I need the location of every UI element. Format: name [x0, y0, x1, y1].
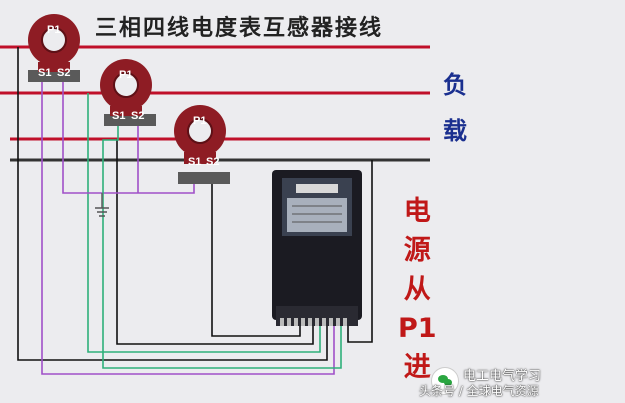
source-char-4: P1: [398, 313, 437, 344]
ct1-p1-label: P1: [47, 24, 61, 36]
watermark-account: 电工电气学习: [463, 369, 542, 384]
load-char-1: 负: [443, 71, 467, 99]
ct3-p1-label: P1: [193, 115, 207, 127]
ct2-s1-wire: [102, 126, 342, 369]
source-char-2: 源: [403, 235, 431, 266]
ct2-p1-label: P1: [119, 69, 133, 81]
load-char-2: 载: [443, 117, 467, 145]
ct3-s2-label: S2: [206, 156, 220, 168]
ground-symbol: [95, 207, 109, 217]
wechat-logo-icon: [431, 367, 459, 395]
ct1-s2-label: S2: [57, 67, 71, 79]
source-char-5: 进: [403, 352, 431, 383]
source-char-3: 从: [403, 274, 431, 305]
ct-secondary-wires: [41, 82, 342, 375]
ct2-s2-label: S2: [131, 110, 145, 122]
voltage-wire-c: [116, 139, 314, 345]
voltage-wires: [17, 47, 373, 361]
source-char-1: 电: [403, 196, 431, 227]
ct3-s1-label: S1: [188, 156, 202, 168]
diagram-title: 三相四线电度表互感器接线: [95, 16, 384, 41]
ct1-s1-wire: [41, 82, 335, 375]
current-transformer-3: [174, 105, 230, 184]
current-transformer-1: [28, 14, 80, 82]
load-label: 负 载: [443, 62, 467, 154]
ct2-s1-label: S1: [112, 110, 126, 122]
meter-counter-display: [296, 184, 338, 193]
neutral-wire: [347, 160, 373, 343]
voltage-wire-b: [87, 93, 321, 353]
source-label: 电 源 从 P1 进: [398, 192, 437, 387]
watermark: 电工电气学习 头条号 / 全球电气资源: [419, 365, 621, 399]
energy-meter: [272, 170, 362, 326]
current-transformer-2: [100, 59, 156, 126]
watermark-source: 头条号 / 全球电气资源: [419, 384, 539, 398]
ct1-s1-label: S1: [38, 67, 52, 79]
voltage-wire-a: [17, 47, 328, 361]
ct3-s2-wire: [211, 172, 301, 337]
